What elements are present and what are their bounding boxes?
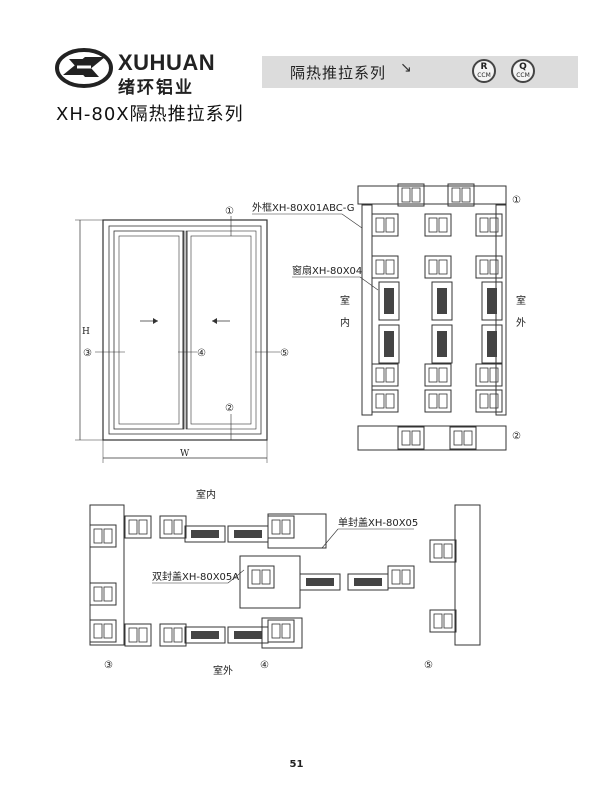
width-label: W [180,449,190,459]
outdoor-char-2: 外 [516,317,526,329]
hsec-marker-5: ⑤ [424,660,433,671]
frame-label: 外框XH-80X01ABC-G [252,201,355,214]
height-label: H [82,327,90,337]
vsec-marker-1: ① [512,195,521,206]
window-elevation: H W ① ② ③ ④ ⑤ [75,206,289,463]
xuhuan-logo-icon [55,48,113,88]
brand-name-cn: 绪环铝业 [118,78,194,98]
indoor-label: 室内 [196,488,216,501]
vertical-section: 外框XH-80X01ABC-G 窗扇XH-80X04 室 内 室 外 ① ② [252,183,526,451]
elev-marker-2: ② [225,403,234,414]
hsec-marker-4: ④ [260,660,269,671]
page-number: 51 [289,759,304,770]
hsec-marker-3: ③ [104,660,113,671]
page-title: XH-80X隔热推拉系列 [56,104,244,125]
single-cover-label: 单封盖XH-80X05 [338,516,418,529]
elev-marker-1: ① [225,206,234,217]
horizontal-section: 室内 单封盖XH-80X05 双封盖XH-80X05A [89,488,481,677]
elev-marker-4: ④ [197,348,206,359]
double-cover-label: 双封盖XH-80X05A [152,570,239,583]
sash-label: 窗扇XH-80X04 [292,264,362,277]
brand-name-en: XUHUAN [118,50,216,75]
outdoor-label: 室外 [213,664,233,677]
series-label: 隔热推拉系列 [290,64,387,82]
indoor-char-2: 内 [340,316,350,329]
indoor-char-1: 室 [340,294,350,307]
vsec-marker-2: ② [512,431,521,442]
elev-marker-5: ⑤ [280,348,289,359]
series-arrow-icon: ↘ [400,60,412,76]
elev-marker-3: ③ [83,348,92,359]
outdoor-char-1: 室 [516,294,526,307]
